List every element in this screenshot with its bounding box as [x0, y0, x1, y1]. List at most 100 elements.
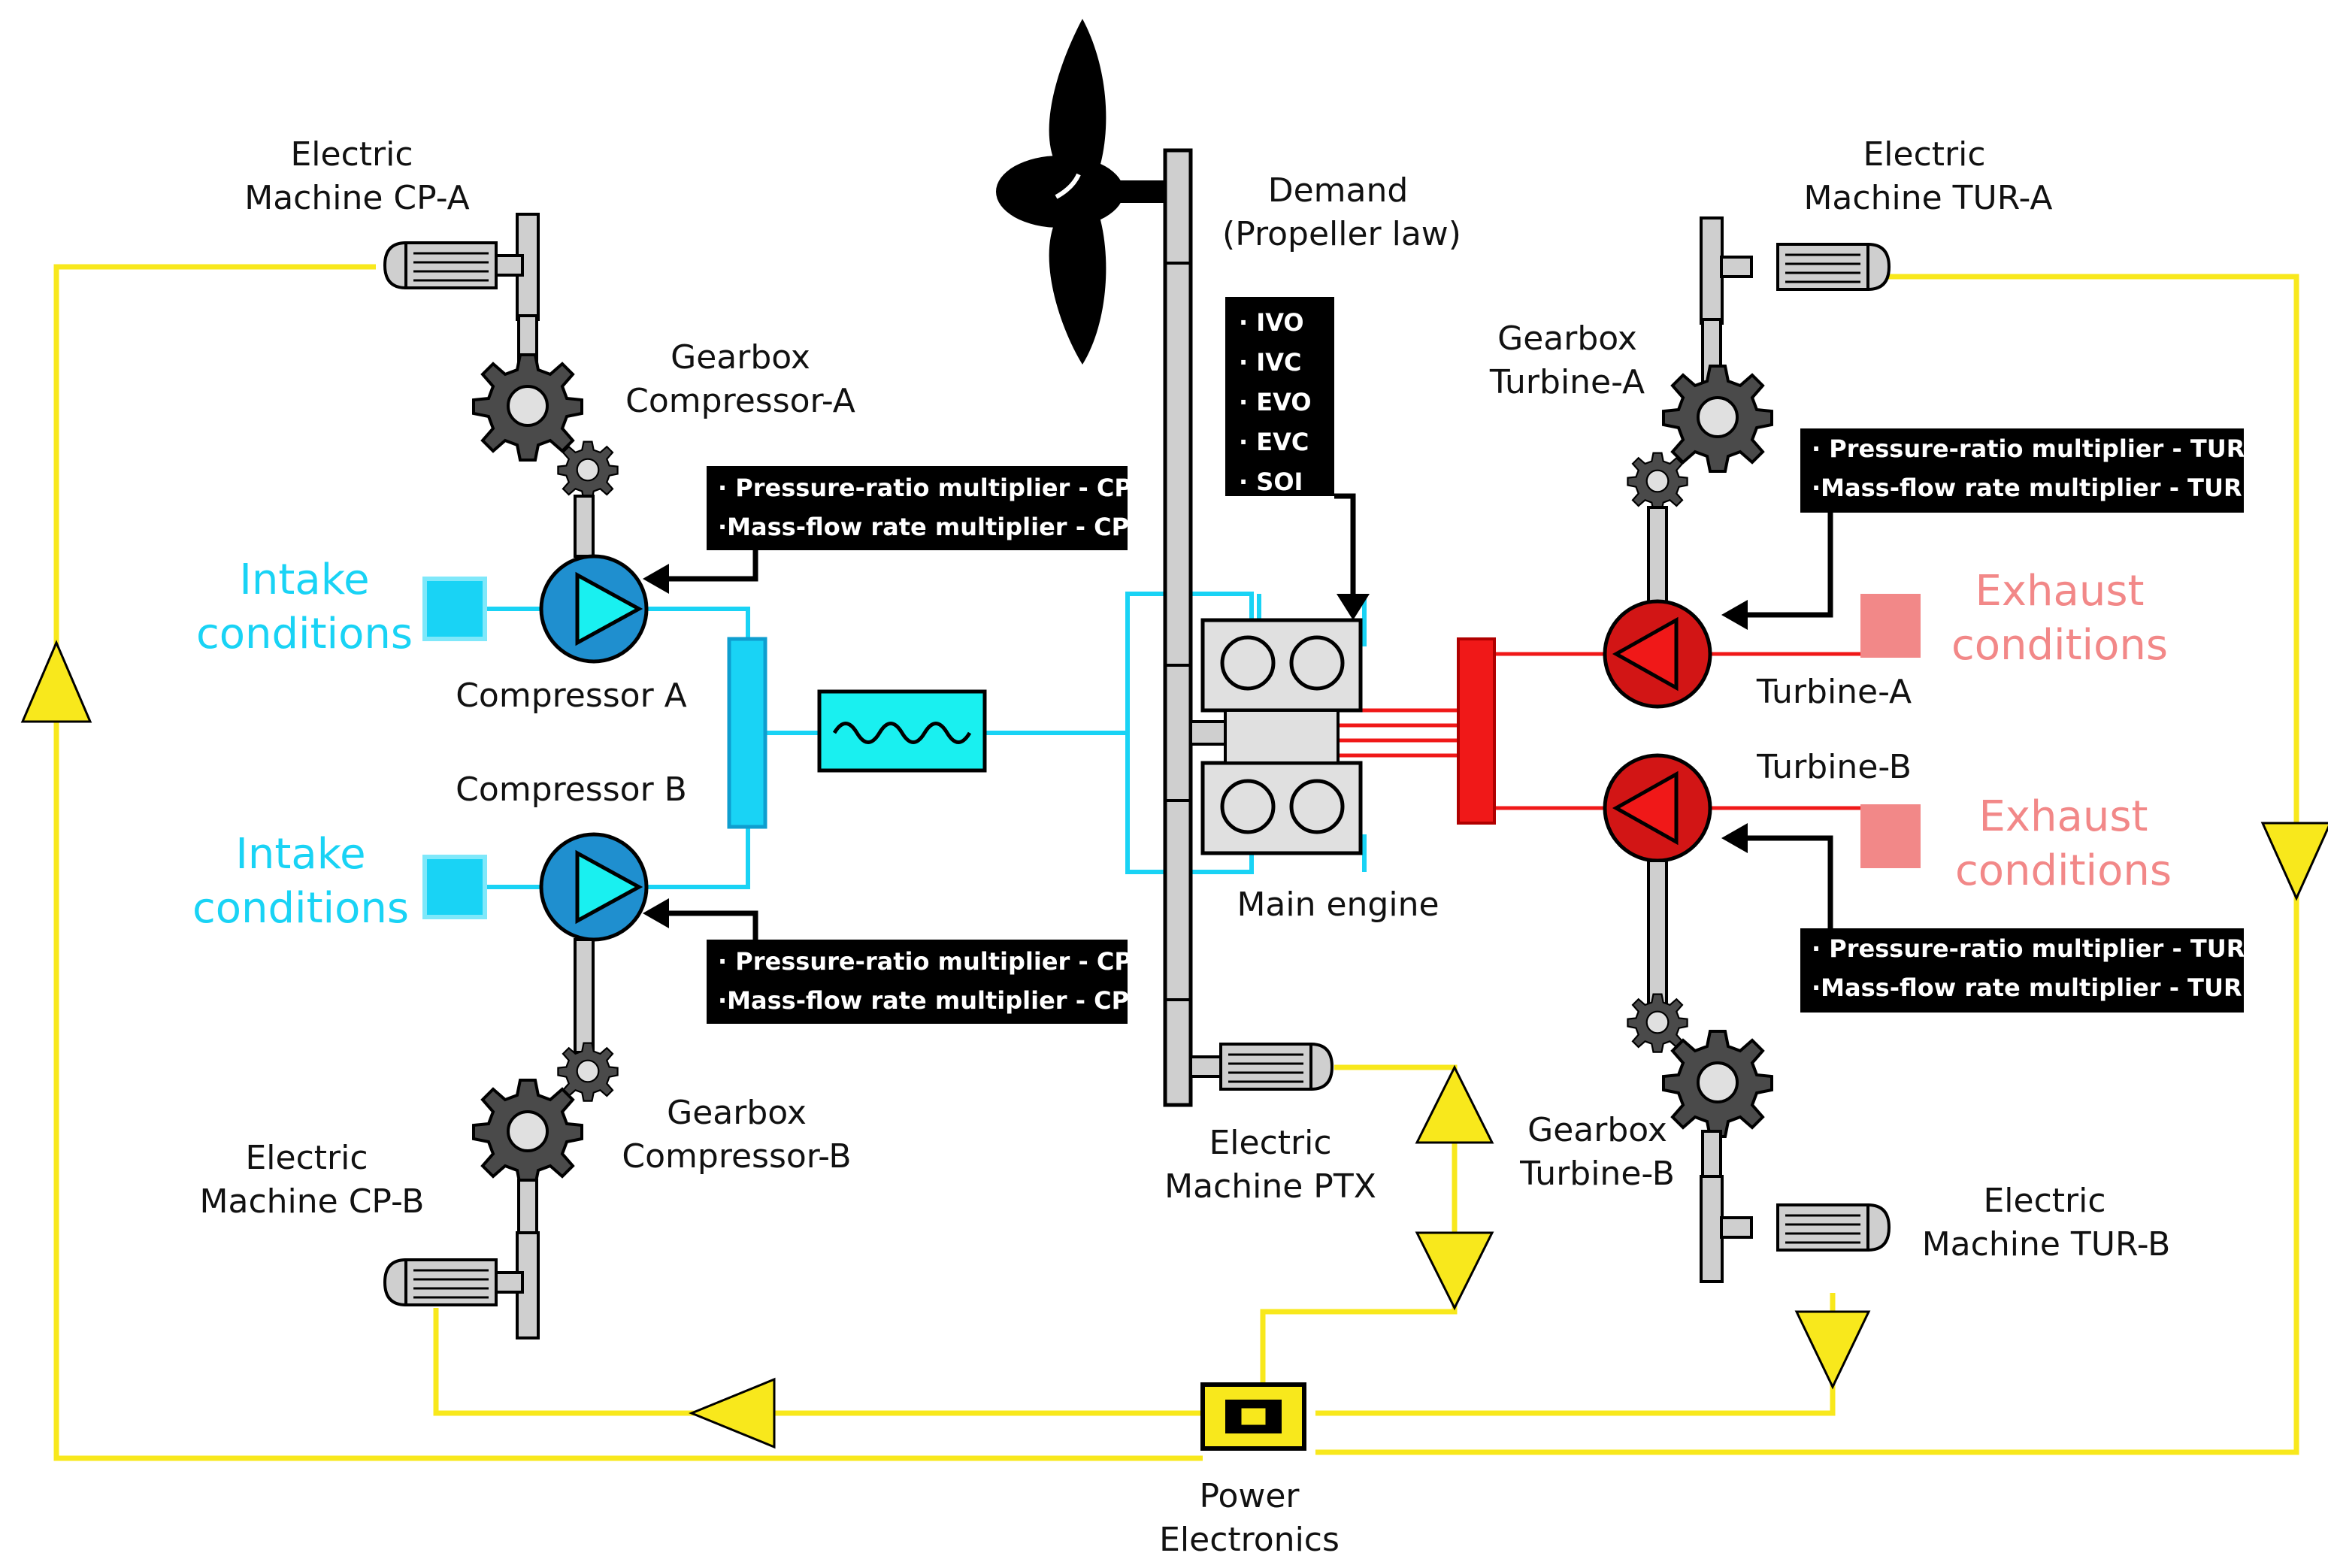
compressor-icon — [539, 832, 649, 942]
gear-icon — [557, 440, 619, 501]
arrow-icon — [689, 1377, 776, 1449]
svg-text:Demand(Propeller law): Demand (Propeller law) — [1222, 171, 1461, 253]
arrow-icon — [1794, 1310, 1871, 1390]
intake-a-label: Intake — [239, 555, 369, 604]
arrow-icon — [20, 640, 92, 723]
gear-icon — [1662, 365, 1773, 473]
gb-tur-b-label: Gearbox — [1527, 1111, 1667, 1149]
gb-tur-b-label: Turbine-B — [1519, 1155, 1675, 1193]
intake-b-box — [422, 855, 487, 919]
tur-a-box-line: ·Mass-flow rate multiplier - TUR — [1812, 474, 2242, 502]
em-tur-b-label: Electric — [1983, 1182, 2105, 1220]
svg-text:· Pressure-ratio multiplier -: · Pressure-ratio multiplier - CP ·Mass-fl… — [718, 474, 1132, 541]
engine-param: · EVC — [1239, 428, 1309, 456]
power-electronics-label: Electronics — [1159, 1521, 1340, 1559]
turbine-b-label: Turbine-B — [1756, 748, 1912, 786]
cp-b-multiplier-box — [643, 898, 1128, 1024]
engine-param: · SOI — [1239, 468, 1303, 496]
intake-manifold — [727, 637, 767, 829]
em-cp-b-label: Machine CP-B — [200, 1182, 425, 1221]
electric-motor-icon — [1776, 243, 1891, 291]
gb-tur-a-label: Gearbox — [1497, 319, 1637, 358]
engine-parameters-box — [1225, 297, 1370, 620]
exhaust-a-label: conditions — [1951, 621, 2168, 670]
intercooler-icon — [817, 689, 987, 773]
exhaust-manifold — [1457, 637, 1496, 825]
intake-b-label: conditions — [192, 884, 409, 933]
demand-label: (Propeller law) — [1222, 215, 1461, 253]
em-ptx-label: Electric — [1209, 1124, 1331, 1162]
em-tur-b-label: Machine TUR-B — [1922, 1225, 2171, 1264]
em-cp-a-label: Electric — [290, 135, 413, 174]
turbine-icon — [1603, 599, 1712, 709]
em-cp-b-label: Electric — [245, 1139, 368, 1177]
intake-a-label: conditions — [196, 610, 413, 658]
turbine-a-label: Turbine-A — [1756, 673, 1912, 711]
arrow-icon — [2260, 822, 2328, 901]
gear-icon — [1662, 1030, 1773, 1138]
intake-a-box — [422, 577, 487, 641]
exhaust-a-box — [1860, 594, 1921, 658]
electric-motor-icon — [1776, 1203, 1891, 1252]
gb-cp-a-label: Gearbox — [671, 338, 810, 377]
engine-param: · IVC — [1239, 348, 1301, 377]
svg-text:· Pressure-ratio multiplier -: · Pressure-ratio multiplier - CP ·Mass-fl… — [718, 947, 1132, 1015]
svg-text:· Pressure-ratio multiplier -: · Pressure-ratio multiplier - TUR·Mass-f… — [1812, 934, 2245, 1002]
exhaust-b-label: Exhaust — [1979, 792, 2148, 841]
gb-tur-a-label: Turbine-A — [1489, 363, 1645, 401]
main-engine-label: Main engine — [1237, 885, 1439, 924]
electric-network — [53, 264, 2299, 1461]
gear-icon — [472, 1079, 583, 1187]
svg-text:· IVO· IVC· EVO· EVC· SOI: · IVO· IVC· EVO· EVC· SOI — [1239, 308, 1312, 496]
arrow-icon — [1415, 1231, 1494, 1311]
demand-label: Demand — [1268, 171, 1409, 210]
power-electronics-label: Power — [1199, 1477, 1300, 1515]
exhaust-a-label: Exhaust — [1975, 567, 2145, 616]
exhaust-b-box — [1860, 804, 1921, 868]
chip-icon — [1200, 1382, 1306, 1451]
exhaust-b-label: conditions — [1955, 846, 2172, 895]
main-shaft — [1163, 148, 1193, 1107]
em-tur-a-label: Electric — [1863, 135, 1985, 174]
svg-text:· Pressure-ratio multiplier -: · Pressure-ratio multiplier - TUR ·Mass-f… — [1812, 434, 2245, 502]
intake-b-label: Intake — [235, 830, 365, 879]
gb-cp-b-label: Compressor-B — [622, 1137, 851, 1176]
cp-a-box-line: · Pressure-ratio multiplier - CP — [718, 474, 1132, 502]
engine-param: · IVO — [1239, 308, 1304, 337]
em-tur-a-label: Machine TUR-A — [1803, 179, 2052, 217]
electric-motor-icon — [383, 1258, 498, 1306]
tur-a-multiplier-box — [1721, 428, 2244, 630]
propeller-icon — [996, 19, 1173, 365]
gb-cp-b-label: Gearbox — [667, 1094, 807, 1132]
compressor-a-label: Compressor A — [456, 677, 687, 715]
tur-b-multiplier-box — [1721, 823, 2244, 1013]
cp-a-multiplier-box — [643, 466, 1128, 594]
arrow-icon — [1415, 1064, 1494, 1144]
compressor-b-label: Compressor B — [456, 770, 687, 809]
em-cp-a-label: Machine CP-A — [244, 179, 469, 217]
tur-a-box-line: · Pressure-ratio multiplier - TUR — [1812, 434, 2245, 463]
gear-icon — [1627, 452, 1688, 512]
tur-b-box-line: · Pressure-ratio multiplier - TUR — [1812, 934, 2245, 963]
turbine-icon — [1603, 753, 1712, 863]
gear-icon — [472, 353, 583, 462]
cp-b-box-line: · Pressure-ratio multiplier - CP — [718, 947, 1132, 976]
gb-cp-a-label: Compressor-A — [625, 382, 855, 420]
cp-a-box-line: ·Mass-flow rate multiplier - CP — [718, 513, 1129, 541]
engine-block-icon — [1200, 618, 1363, 855]
cp-b-box-line: ·Mass-flow rate multiplier - CP — [718, 986, 1129, 1015]
electric-motor-icon — [383, 241, 498, 289]
